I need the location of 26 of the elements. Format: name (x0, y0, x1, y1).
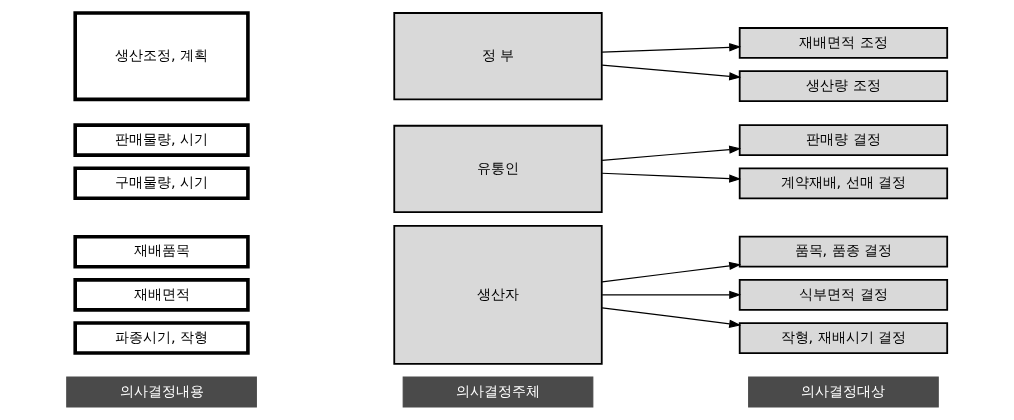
node-box: 생산량 조정 (738, 70, 949, 103)
node-box: 구매물량, 시기 (73, 166, 250, 201)
arrow (601, 172, 742, 183)
node-box: 재배품목 (73, 234, 250, 269)
arrow (601, 43, 742, 53)
arrow (601, 145, 742, 161)
node-box: 의사결정대상 (748, 376, 939, 408)
node-box: 작형, 재배시기 결정 (738, 322, 949, 354)
node-box: 재배면적 조정 (738, 27, 949, 59)
arrow (601, 290, 742, 300)
node-box: 정 부 (393, 12, 603, 101)
node-box: 파종시기, 작형 (73, 321, 250, 355)
node-box: 재배면적 (73, 278, 250, 312)
arrow (601, 261, 742, 283)
node-box: 판매량 결정 (738, 124, 949, 156)
node-box: 식부면적 결정 (738, 278, 949, 311)
node-box: 생산자 (393, 225, 603, 365)
node-box: 생산조정, 계획 (73, 11, 250, 102)
node-box: 계약재배, 선매 결정 (738, 167, 949, 200)
node-box: 판매물량, 시기 (73, 123, 250, 157)
node-box: 유통인 (393, 124, 603, 213)
node-box: 의사결정주체 (402, 376, 594, 408)
arrow (601, 307, 742, 328)
node-box: 품목, 품종 결정 (738, 235, 949, 268)
node-box: 의사결정내용 (66, 376, 257, 408)
arrow (601, 64, 742, 81)
